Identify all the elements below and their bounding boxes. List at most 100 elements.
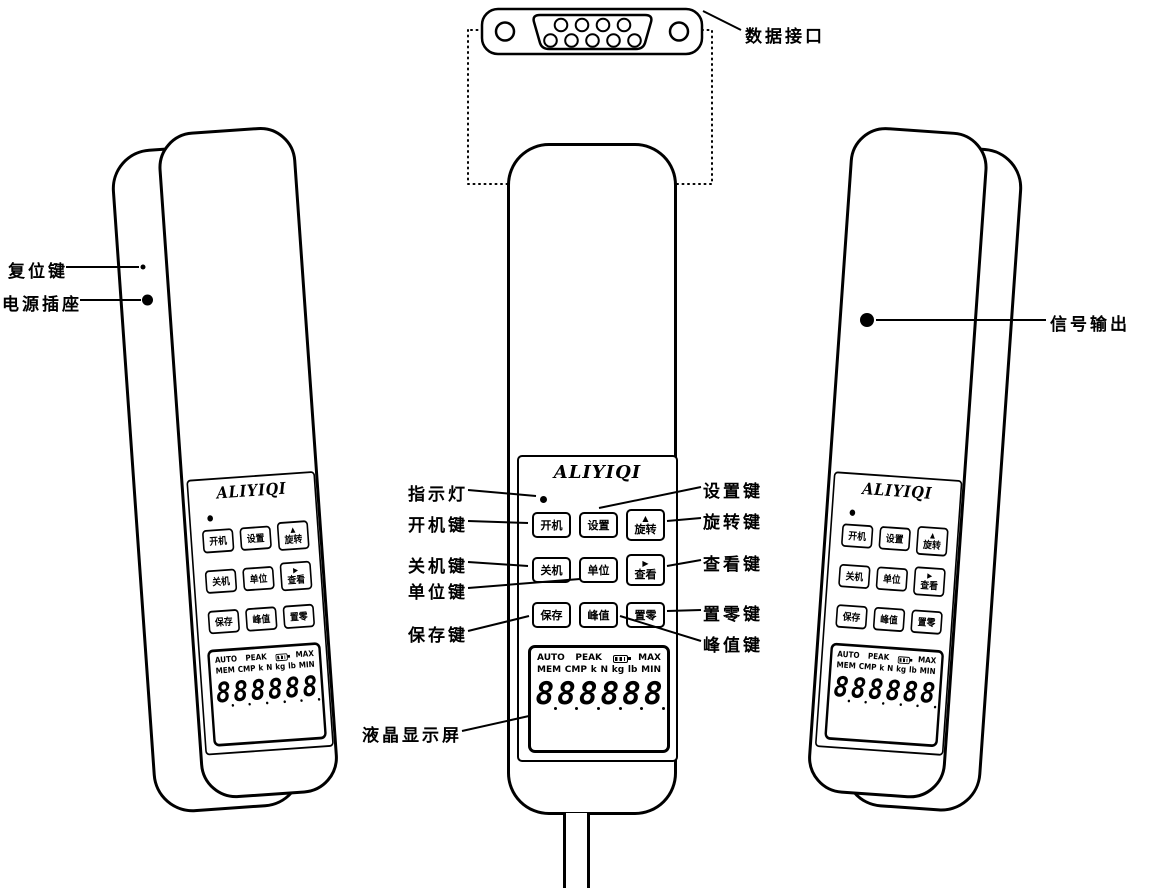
key-power-off: 关机 — [837, 563, 871, 590]
lcd-digit: 8 — [600, 676, 622, 713]
key-save: 保存 — [532, 602, 571, 628]
battery-icon — [897, 656, 910, 665]
sensor-shaft — [563, 813, 590, 888]
pin — [543, 33, 558, 48]
leader-data-port — [702, 10, 742, 31]
key-rotate: ▲旋转 — [915, 525, 949, 557]
callout-save-key: 保存键 — [408, 626, 468, 646]
brand-logo: ALIYIQI — [861, 479, 933, 504]
pin — [564, 33, 579, 48]
callout-settings-key: 设置键 — [703, 482, 763, 502]
lcd-digit: 8 — [832, 671, 850, 705]
key-peak: 峰值 — [579, 602, 618, 628]
screw-hole-left — [494, 21, 516, 42]
key-view: ▶查看 — [912, 566, 946, 598]
key-label: 设置 — [587, 518, 610, 532]
lcd-peak: PEAK — [245, 652, 268, 664]
key-label: 关机 — [211, 574, 231, 588]
lcd-digit: 8 — [901, 675, 919, 710]
pin — [627, 33, 642, 48]
lcd-digit: 8 — [266, 672, 284, 707]
callout-lcd-screen: 液晶显示屏 — [362, 726, 462, 746]
lcd-display: AUTO PEAK MAX MEM CMP k N kg lb MIN 8 8 … — [206, 641, 328, 747]
key-label: 设置 — [885, 532, 904, 546]
lcd-unit-n: N — [265, 663, 273, 673]
lcd-digits: 8 8 8 8 8 8 — [214, 670, 319, 711]
key-label: 设置 — [246, 531, 265, 545]
key-settings: 设置 — [579, 512, 618, 538]
device-right-view: ALIYIQI 开机 设置 ▲旋转 关机 单位 ▶查看 保存 峰值 置零 AUT… — [804, 124, 1028, 826]
lcd-digit: 8 — [849, 672, 868, 706]
callout-signal-output: 信号输出 — [1050, 315, 1130, 335]
lcd-mem: MEM — [537, 664, 562, 675]
right-arrow-icon: ▶ — [642, 559, 649, 568]
key-peak: 峰值 — [872, 606, 906, 633]
lcd-peak: PEAK — [575, 653, 603, 663]
callout-view-key: 查看键 — [703, 555, 763, 575]
callout-power-socket: 电源插座 — [2, 295, 82, 315]
key-zero: 置零 — [282, 603, 316, 630]
key-unit: 单位 — [242, 565, 275, 592]
lcd-indicator-row-2: MEM CMP k N kg lb MIN — [537, 665, 661, 677]
indicator-light — [207, 515, 214, 522]
lcd-digit: 8 — [919, 677, 937, 711]
key-label: 单位 — [882, 572, 902, 586]
lcd-unit-kg: kg — [895, 664, 907, 675]
lcd-min: MIN — [641, 664, 661, 675]
pin — [606, 33, 621, 48]
key-label: 置零 — [289, 609, 309, 623]
lcd-unit-lb: lb — [287, 661, 297, 671]
lcd-unit-k: k — [258, 663, 264, 674]
key-power-on: 开机 — [201, 528, 235, 554]
lcd-digit: 8 — [643, 676, 665, 713]
key-save: 保存 — [207, 608, 241, 635]
key-label: 查看 — [919, 579, 939, 593]
key-power-on: 开机 — [532, 512, 571, 538]
lcd-display: AUTO PEAK MAX MEM CMP k N kg lb MIN 8 8 … — [824, 642, 945, 748]
key-settings: 设置 — [239, 525, 273, 551]
lcd-unit-kg: kg — [274, 662, 286, 672]
lcd-unit-kg: kg — [611, 664, 625, 675]
device-right-panel: ALIYIQI 开机 设置 ▲旋转 关机 单位 ▶查看 保存 峰值 置零 AUT… — [814, 471, 963, 756]
lcd-digit: 8 — [578, 676, 600, 713]
pin — [585, 33, 600, 48]
key-label: 单位 — [249, 572, 268, 586]
pin — [574, 17, 590, 33]
pin — [616, 17, 632, 33]
keypad: 开机 设置 ▲旋转 关机 单位 ▶查看 保存 峰值 置零 — [528, 509, 669, 631]
lcd-unit-lb: lb — [908, 665, 917, 676]
key-label: 峰值 — [587, 608, 610, 622]
lcd-digit: 8 — [214, 676, 233, 710]
battery-icon — [275, 653, 288, 662]
key-label: 查看 — [287, 573, 306, 587]
key-settings: 设置 — [878, 525, 912, 552]
lcd-unit-n: N — [886, 664, 894, 674]
key-rotate: ▲旋转 — [276, 520, 310, 552]
dsub-shell — [532, 13, 653, 51]
brand-logo: ALIYIQI — [216, 479, 288, 504]
key-zero: 置零 — [626, 602, 665, 628]
key-power-off: 关机 — [532, 557, 571, 583]
key-label: 保存 — [842, 610, 861, 624]
callout-power-off-key: 关机键 — [408, 557, 468, 577]
key-unit: 单位 — [875, 566, 909, 592]
key-label: 保存 — [540, 608, 563, 622]
key-label: 单位 — [587, 563, 610, 577]
lcd-digit: 8 — [535, 676, 557, 713]
connector-flange — [480, 7, 704, 56]
db9-connector — [480, 7, 704, 56]
indicator-light — [540, 496, 547, 503]
lcd-digit: 8 — [301, 670, 319, 704]
lcd-digit: 8 — [557, 676, 578, 713]
key-label: 开机 — [848, 529, 867, 543]
connector-pins — [543, 17, 642, 48]
lcd-digit: 8 — [884, 674, 902, 709]
brand-logo: ALIYIQI — [553, 462, 642, 483]
pin — [595, 17, 611, 33]
callout-power-on-key: 开机键 — [408, 516, 468, 536]
key-power-on: 开机 — [840, 523, 874, 549]
callout-indicator-light: 指示灯 — [408, 485, 468, 505]
key-view: ▶查看 — [626, 554, 665, 586]
lcd-digit: 8 — [284, 671, 302, 706]
